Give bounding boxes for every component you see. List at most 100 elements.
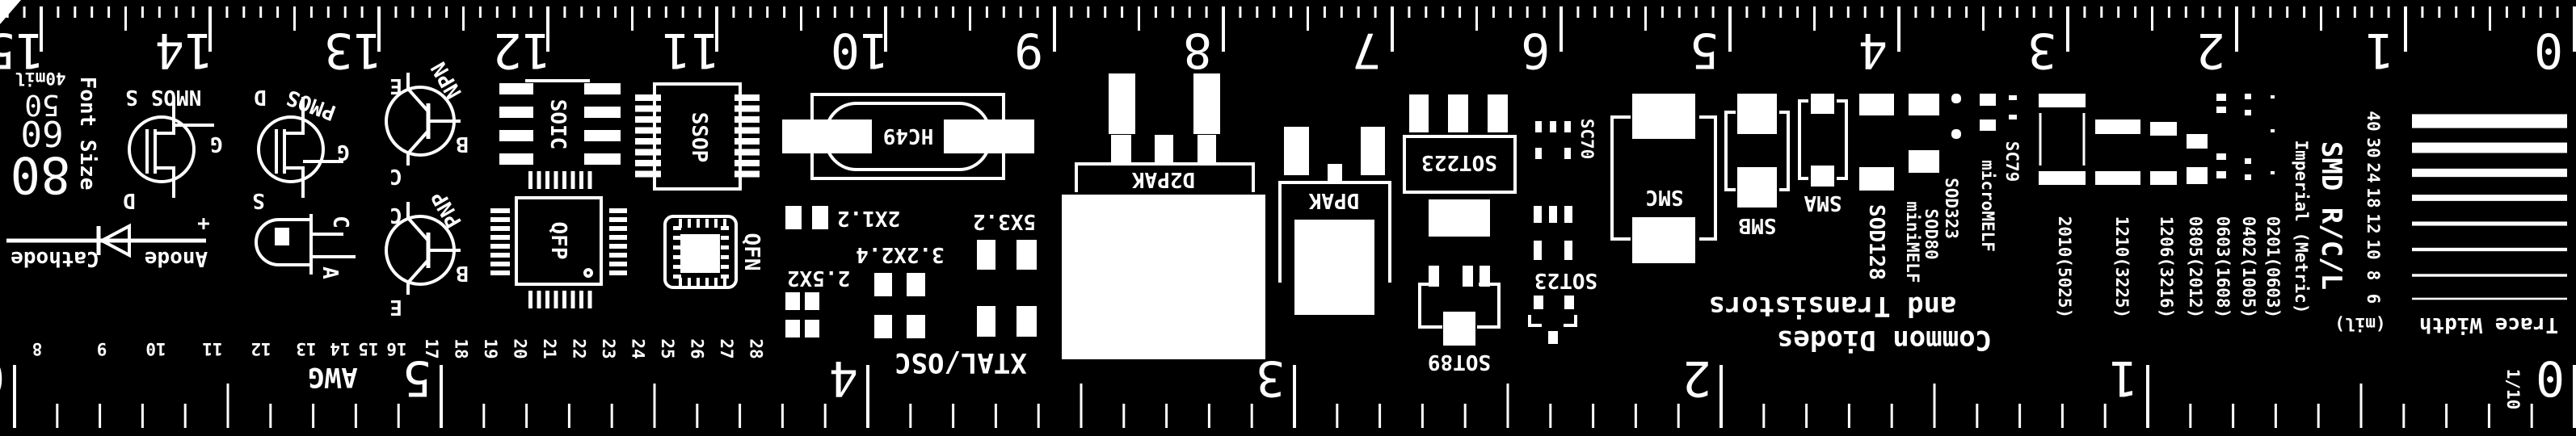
pad	[734, 105, 760, 112]
nmos-g-label: G	[210, 132, 223, 156]
pad	[673, 275, 681, 279]
micromelf-label: microMELF	[1978, 160, 1997, 252]
pin	[579, 291, 583, 308]
sc79-label: SC79	[2002, 141, 2022, 182]
pad	[721, 265, 729, 269]
font-sample-40mil: 40mil	[15, 69, 65, 88]
trace-line-40mil	[2412, 114, 2567, 128]
pin	[545, 171, 549, 189]
pad	[721, 236, 729, 240]
pad	[721, 275, 729, 279]
awg-gauge-16: 16	[386, 339, 406, 358]
smd-size-1210: 1210(3225)	[2112, 216, 2132, 318]
sma-footprint: SMA	[1798, 94, 1848, 215]
sc70-label: SC70	[1577, 119, 1597, 160]
sod80-minimelf-footprint: SOD80 miniMELF	[1903, 94, 1941, 283]
cm-label: 13	[324, 22, 382, 78]
pad	[734, 116, 760, 123]
led-a-label: A	[318, 266, 342, 279]
smd-rcl-footprints: 2010(5025) 1210(3225) 1206(3216) 0805(20…	[2039, 94, 2347, 318]
pin	[528, 171, 532, 189]
awg-gauge-21: 21	[540, 338, 559, 358]
sod323-label: SOD323	[1942, 178, 1961, 239]
pin	[579, 171, 583, 189]
awg-gauge-17: 17	[422, 338, 441, 358]
trace-width-value: 18	[2363, 187, 2383, 208]
awg-gauge-15: 15	[358, 339, 378, 358]
heading-common-diodes: Common Diodes	[1777, 324, 1992, 356]
xtal-5x3-2-label: 5X3.2	[973, 209, 1036, 233]
ssop-label: SSOP	[687, 112, 711, 163]
hc49-footprint: HC49	[782, 93, 1034, 180]
awg-gauge-25: 25	[658, 338, 677, 358]
awg-gauge-22: 22	[570, 338, 589, 358]
trace-width-value: 6	[2363, 294, 2383, 304]
pmos-s-label: S	[252, 188, 265, 212]
pin	[570, 291, 575, 308]
trace-line-6mil	[2412, 297, 2567, 300]
qfp-label: QFP	[546, 222, 570, 260]
trace-width-value: 12	[2363, 213, 2383, 233]
pad	[635, 170, 661, 178]
pin	[490, 217, 510, 222]
pin	[587, 171, 592, 189]
pad	[734, 138, 760, 145]
pad	[635, 94, 661, 101]
pad	[673, 236, 681, 240]
awg-gauge-11: 11	[202, 339, 222, 358]
pin	[609, 208, 627, 213]
anode-plus: +	[197, 212, 210, 236]
d2pak-footprint: D2PAK	[1062, 73, 1265, 359]
nmos-s-label: S	[125, 85, 138, 109]
soic-footprint: SOIC	[499, 79, 621, 165]
awg-gauge-18: 18	[452, 338, 471, 358]
ssop-footprint: SSOP	[635, 82, 760, 191]
awg-gauge-20: 20	[511, 338, 530, 358]
awg-gauge-19: 19	[481, 338, 500, 358]
pnp-c-label: C	[389, 203, 402, 227]
pad	[721, 255, 729, 259]
pmos-d-label: D	[254, 85, 267, 109]
font-size-samples: 80 60 50 40mil Font Size	[11, 69, 99, 204]
xtal-3-2x2-4-label: 3.2X2.4	[856, 242, 945, 266]
sc70-footprint: SC70	[1535, 119, 1597, 160]
sma-label: SMA	[1804, 191, 1842, 215]
pin	[562, 171, 566, 189]
pnp-b-label: B	[456, 261, 469, 285]
cm-label: 3	[2027, 22, 2056, 78]
smd-size-0603: 0603(1608)	[2213, 216, 2233, 318]
pin	[587, 291, 592, 308]
pad	[679, 278, 682, 287]
pad	[705, 219, 709, 228]
pin	[570, 171, 575, 189]
pin	[537, 171, 541, 189]
sot89-footprint: SOT89	[1418, 266, 1501, 374]
pad	[635, 149, 661, 156]
led-symbol: C A	[255, 214, 356, 279]
awg-gauge-8: 8	[32, 339, 43, 358]
sot223-label: SOT223	[1421, 150, 1497, 174]
heading-and-transistors: and Transistors	[1708, 290, 1956, 322]
trace-width-value: 30	[2363, 137, 2383, 157]
qfn-label: QFN	[739, 233, 764, 271]
smb-footprint: SMB	[1724, 94, 1790, 237]
cm-label: 9	[1014, 22, 1043, 78]
pin	[537, 291, 541, 308]
awg-gauge-14: 14	[330, 339, 350, 358]
sot223-footprint: SOT223	[1403, 94, 1517, 237]
pad	[688, 278, 691, 287]
pin	[609, 270, 627, 275]
pin	[490, 253, 510, 258]
inch-label: 2	[1682, 350, 1711, 406]
pad	[697, 219, 700, 228]
awg-gauge-23: 23	[599, 338, 618, 358]
anode-label: Anode	[145, 246, 208, 270]
smb-label: SMB	[1739, 213, 1777, 237]
trace-width-value: 24	[2363, 162, 2383, 182]
pmos-g-label: G	[337, 140, 350, 164]
sod128-footprint: SOD128	[1859, 94, 1894, 280]
smd-size-0402: 0402(1005)	[2239, 216, 2258, 318]
trace-line-8mil	[2412, 274, 2567, 277]
smc-label: SMC	[1646, 185, 1684, 209]
